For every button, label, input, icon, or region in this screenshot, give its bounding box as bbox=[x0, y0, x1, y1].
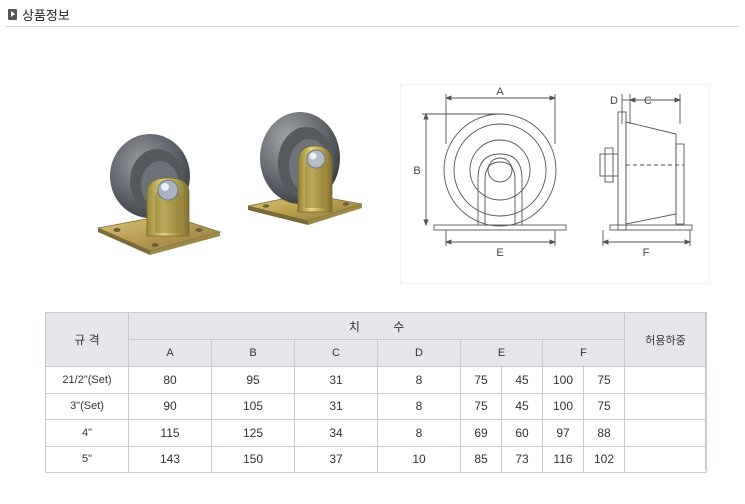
technical-drawing: A B E D C F bbox=[400, 84, 710, 284]
cell-f2: 75 bbox=[582, 392, 626, 420]
table-row: 5" 143 150 37 10 85 73 116 102 bbox=[45, 445, 708, 473]
cell-a: 90 bbox=[128, 392, 212, 420]
header-divider bbox=[6, 26, 739, 27]
cell-e1: 85 bbox=[460, 445, 502, 473]
cell-d: 8 bbox=[377, 419, 461, 447]
cell-c: 37 bbox=[294, 445, 378, 473]
spec-table: 규 격 치 수 허용하중 A B C D E F 21/2"(Set) 80 9… bbox=[45, 312, 708, 473]
cell-load bbox=[624, 392, 708, 420]
cell-c: 31 bbox=[294, 392, 378, 420]
cell-e2: 45 bbox=[501, 366, 543, 394]
cell-spec: 4" bbox=[45, 419, 129, 447]
cell-load bbox=[624, 419, 708, 447]
dim-label-d: D bbox=[610, 95, 618, 107]
cell-c: 31 bbox=[294, 366, 378, 394]
cell-b: 150 bbox=[211, 445, 295, 473]
cell-f1: 116 bbox=[542, 445, 584, 473]
cell-spec: 5" bbox=[45, 445, 129, 473]
table-row: 21/2"(Set) 80 95 31 8 75 45 100 75 bbox=[45, 366, 708, 394]
cell-a: 115 bbox=[128, 419, 212, 447]
cell-a: 143 bbox=[128, 445, 212, 473]
cell-spec: 3"(Set) bbox=[45, 392, 129, 420]
cell-a: 80 bbox=[128, 366, 212, 394]
table-edge-shadow bbox=[705, 312, 707, 470]
header-c: C bbox=[294, 339, 378, 367]
table-row: 4" 115 125 34 8 69 60 97 88 bbox=[45, 419, 708, 447]
caster-photo-small bbox=[96, 134, 222, 255]
dim-label-a: A bbox=[496, 86, 504, 98]
dim-label-e: E bbox=[496, 247, 503, 259]
cell-load bbox=[624, 366, 708, 394]
play-arrow-icon bbox=[8, 8, 17, 20]
cell-f2: 88 bbox=[582, 419, 626, 447]
cell-e1: 75 bbox=[460, 366, 502, 394]
header-a: A bbox=[128, 339, 212, 367]
cell-load bbox=[624, 445, 708, 473]
cell-e1: 69 bbox=[460, 419, 502, 447]
cell-d: 8 bbox=[377, 366, 461, 394]
cell-e1: 75 bbox=[460, 392, 502, 420]
cell-f2: 102 bbox=[582, 445, 626, 473]
header-e: E bbox=[460, 339, 543, 367]
cell-f1: 100 bbox=[542, 366, 584, 394]
section-title: 상품정보 bbox=[22, 8, 70, 24]
header-d: D bbox=[377, 339, 461, 367]
cell-f1: 97 bbox=[542, 419, 584, 447]
header-spec: 규 격 bbox=[45, 312, 129, 367]
cell-c: 34 bbox=[294, 419, 378, 447]
cell-d: 8 bbox=[377, 392, 461, 420]
cell-b: 125 bbox=[211, 419, 295, 447]
dim-label-c: C bbox=[644, 95, 652, 107]
cell-e2: 60 bbox=[501, 419, 543, 447]
dim-label-b: B bbox=[413, 165, 420, 177]
section-header: 상품정보 bbox=[8, 4, 70, 24]
cell-b: 105 bbox=[211, 392, 295, 420]
cell-f1: 100 bbox=[542, 392, 584, 420]
cell-e2: 73 bbox=[501, 445, 543, 473]
caster-photo-large bbox=[247, 112, 363, 225]
header-dimensions: 치 수 bbox=[127, 312, 626, 340]
cell-spec: 21/2"(Set) bbox=[45, 366, 129, 394]
cell-d: 10 bbox=[377, 445, 461, 473]
cell-e2: 45 bbox=[501, 392, 543, 420]
table-row: 3"(Set) 90 105 31 8 75 45 100 75 bbox=[45, 392, 708, 420]
header-load: 허용하중 bbox=[624, 312, 708, 367]
cell-f2: 75 bbox=[582, 366, 626, 394]
cell-b: 95 bbox=[211, 366, 295, 394]
header-b: B bbox=[211, 339, 295, 367]
header-f: F bbox=[541, 339, 626, 367]
dim-label-f: F bbox=[643, 247, 650, 259]
